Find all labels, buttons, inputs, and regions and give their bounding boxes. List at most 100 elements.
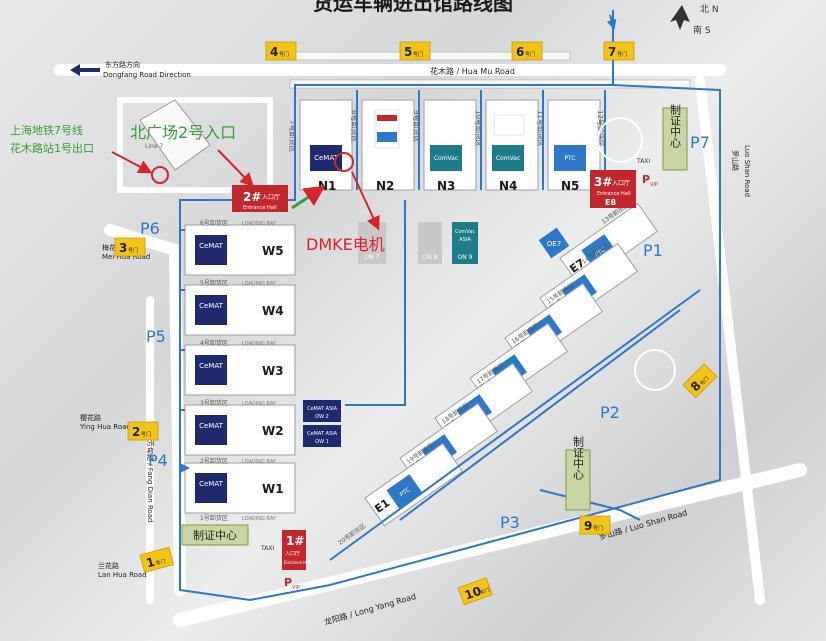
ptc-logo-E7 — [581, 234, 618, 269]
metro-line-label: Line 7 — [145, 143, 163, 150]
road-fangdian: 芳甸路 / Fang Dian Road — [146, 440, 155, 522]
road-lanhua-en: Lan Hua Road — [98, 571, 147, 579]
parking-P7: P7 — [690, 133, 710, 152]
bay-4-en: LOADING BAY — [242, 341, 277, 347]
cert-centre-top-text: 制证中心 — [669, 104, 682, 148]
outdoor-ON7-label: ON 7 — [365, 254, 380, 261]
bay-11: 11号卸货区 — [536, 110, 545, 147]
outdoor-OW1 — [303, 425, 341, 447]
cemat-text-W5: CeMAT — [199, 242, 223, 250]
outdoor-OE7 — [538, 227, 570, 259]
bay-6-en: LOADING BAY — [242, 221, 277, 227]
cemat-logo-W4 — [195, 295, 227, 325]
hall-N3-label: N3 — [437, 179, 455, 193]
entrance-3-en: Entrance Hall — [597, 191, 631, 197]
road-longyang: 龙阳路 / Long Yang Road — [323, 591, 417, 627]
bay-3-en: LOADING BAY — [242, 401, 277, 407]
road-meihua-en: Mei Hua Road — [102, 253, 150, 261]
comvac-logo-N4 — [492, 145, 524, 171]
road-yinghua-en: Ying Hua Road — [79, 423, 131, 431]
outdoor-OE7-label: OE7 — [547, 240, 561, 248]
cemat-text-W1: CeMAT — [199, 480, 223, 488]
parking-P2: P2 — [600, 403, 620, 422]
road-luoshan-en: Luo Shan Road — [743, 145, 751, 197]
taxi-vip: TAXI P VIP TAXI P VIP — [260, 158, 658, 591]
cemat-logo-W5 — [195, 235, 227, 265]
parking-P6: P6 — [140, 219, 160, 238]
entrance-1-cn: 入口厅 — [285, 551, 300, 557]
bay-2-en: LOADING BAY — [242, 459, 277, 465]
ptc-logo-N5 — [554, 145, 586, 171]
gate-1-num: 1 — [145, 555, 157, 571]
cert-centre-bottom-text: 制证中心 — [193, 529, 237, 542]
compass-north: 北 N — [700, 4, 719, 15]
entrance-1-en: Entrance Hall — [284, 560, 311, 565]
outdoor-OW2 — [303, 400, 341, 422]
outdoor-OW1-label: OW 1 — [315, 439, 329, 445]
pvip-south: P — [284, 576, 292, 589]
gate-7-num: 7 — [608, 45, 616, 59]
bay-5: 5号卸货区 — [200, 279, 228, 287]
taxi-label-south: TAXI — [260, 545, 274, 552]
gate-8: 8号门 — [682, 363, 718, 399]
outdoor-ON9-label: ON 9 — [458, 254, 473, 261]
parking-P4: P4 — [148, 451, 168, 470]
road-huamu: 花木路 / Hua Mu Road — [430, 66, 515, 76]
comvac-logo-text-N4: ComVac — [496, 155, 520, 162]
gate-9-num: 9 — [584, 519, 592, 533]
bay-6: 6号卸货区 — [200, 219, 228, 227]
outdoor-ON8 — [418, 222, 442, 264]
pvip-north: P — [642, 173, 650, 186]
bay-1: 1号卸货区 — [200, 514, 228, 522]
outdoor-ON8-label: ON 8 — [423, 254, 438, 261]
hall-N4-label: N4 — [499, 179, 517, 193]
hall-N1-label: N1 — [318, 179, 336, 193]
gate-3-num: 3 — [119, 241, 127, 255]
gate-4-unit: 号门 — [279, 51, 289, 58]
cemat-logo-W2 — [195, 415, 227, 445]
entrance-2-num: 2# — [243, 190, 261, 204]
entrance-3-num: 3# — [594, 175, 612, 189]
entrance-2-cn: 入口厅 — [262, 194, 280, 201]
compass-needle-icon — [670, 5, 690, 30]
hall-W3-label: W3 — [262, 364, 284, 378]
annot-north-plaza: 北广场2号入口 — [130, 123, 236, 142]
cemat-logo-W3 — [195, 355, 227, 385]
vip-south: VIP — [292, 585, 300, 591]
ptc-logo-E1 — [386, 474, 423, 509]
road-meihua-cn: 梅花路 — [102, 243, 123, 252]
gate-7-unit: 号门 — [617, 51, 627, 58]
gate-4-num: 4 — [270, 45, 278, 59]
gate-10-num: 10 — [463, 584, 483, 603]
roundabout-east — [634, 349, 676, 391]
compass: 北 N 南 S — [670, 4, 719, 36]
outdoor-north: ON 7 ON 8 ComVac ASIA ON 9 OE7 — [358, 222, 570, 264]
entrance-1 — [282, 530, 306, 570]
annot-metro-line1: 上海地铁7号线 — [10, 123, 83, 137]
hall-N5-label: N5 — [561, 179, 579, 193]
outdoor-OW1-logo: CeMAT ASIA — [307, 431, 338, 437]
bay-7: 7号卸货区 — [288, 120, 297, 152]
road-dongfang-en: Dongfang Road Direction — [103, 71, 191, 79]
vip-north: VIP — [650, 182, 658, 188]
gate-1: 1号门 — [139, 546, 175, 573]
bay-9: 9号卸货区 — [412, 110, 421, 142]
metro-exit-circle — [151, 166, 169, 184]
cemat-text-W2: CeMAT — [199, 422, 223, 430]
hall-N2-label: N2 — [376, 179, 394, 193]
exhibitor-logo-N4 — [493, 114, 525, 136]
cert-centre-right-text: 制证中心 — [572, 436, 585, 480]
gate-6-num: 6 — [516, 45, 524, 59]
parking-P3: P3 — [500, 513, 520, 532]
entrance-3-code: E8 — [605, 198, 616, 207]
bay-3: 3号卸货区 — [200, 399, 228, 407]
road-dongfang: 东方路方向 — [105, 60, 140, 69]
cert-centre-top — [662, 107, 688, 171]
entrance-2 — [232, 185, 288, 212]
